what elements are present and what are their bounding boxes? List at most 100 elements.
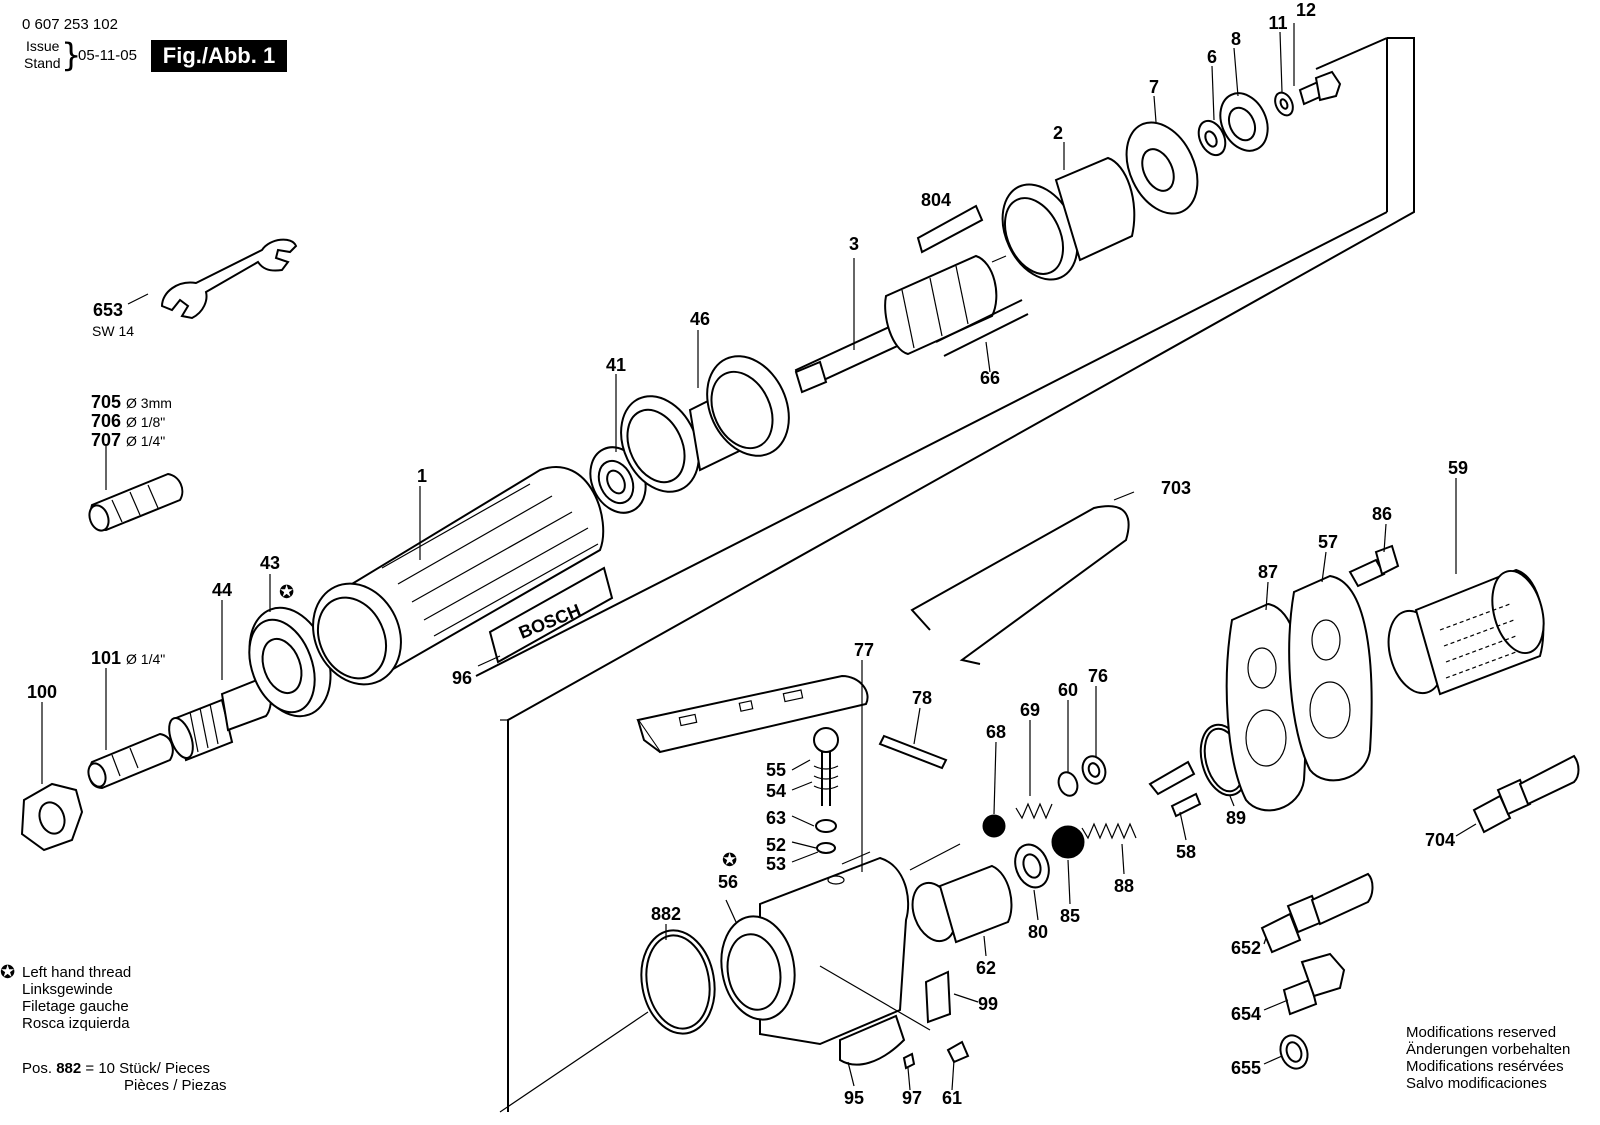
left-hand-thread-star-icon: ✪ bbox=[279, 582, 295, 603]
callout-101: 101 bbox=[91, 648, 121, 668]
end-plate-part bbox=[1125, 121, 1199, 215]
valve-washer-80-part bbox=[1014, 843, 1050, 889]
end-cover-part bbox=[1288, 574, 1373, 782]
pos-note-prefix: Pos. bbox=[22, 1060, 57, 1077]
callout-labels: 12 11 8 6 7 2 804 3 66 46 41 1 96 43 44 … bbox=[27, 0, 1468, 1108]
nut-part bbox=[20, 782, 84, 852]
callout-655: 655 bbox=[1231, 1058, 1261, 1078]
callout-1: 1 bbox=[417, 466, 427, 486]
callout-60: 60 bbox=[1058, 680, 1078, 700]
callout-63: 63 bbox=[766, 808, 786, 828]
collet-101-size: Ø 1/4" bbox=[126, 651, 165, 667]
callout-705: 705 bbox=[91, 392, 121, 412]
rear-bearing-part bbox=[1219, 92, 1269, 152]
rotor-blade-part bbox=[916, 204, 984, 254]
washer-part bbox=[1197, 119, 1227, 157]
assembly-frame bbox=[475, 37, 1415, 1112]
callout-46: 46 bbox=[690, 309, 710, 329]
cover-screw-part bbox=[1348, 544, 1400, 588]
callout-99: 99 bbox=[978, 994, 998, 1014]
callout-7: 7 bbox=[1149, 77, 1159, 97]
callout-3: 3 bbox=[849, 234, 859, 254]
callout-703: 703 bbox=[1161, 478, 1191, 498]
callout-53: 53 bbox=[766, 854, 786, 874]
small-washer-part bbox=[1274, 91, 1294, 117]
modifications-es: Salvo modificaciones bbox=[1406, 1075, 1547, 1092]
callout-707: 707 bbox=[91, 430, 121, 450]
rotor-part bbox=[794, 254, 1007, 394]
callout-6: 6 bbox=[1207, 47, 1217, 67]
plug-fitting-part bbox=[1282, 952, 1346, 1016]
callout-55: 55 bbox=[766, 760, 786, 780]
legend-line-fr: Filetage gauche bbox=[22, 998, 129, 1015]
collet-101-part bbox=[87, 732, 174, 790]
callout-54: 54 bbox=[766, 781, 786, 801]
collet-706-size: Ø 1/8" bbox=[126, 414, 165, 430]
hose-fitting-652-part bbox=[1260, 872, 1374, 954]
modifications-de: Änderungen vorbehalten bbox=[1406, 1041, 1571, 1058]
modifications-fr: Modifications resérvées bbox=[1406, 1058, 1564, 1075]
leader-lines bbox=[41, 23, 1477, 1113]
callout-85: 85 bbox=[1060, 906, 1080, 926]
callout-89: 89 bbox=[1226, 808, 1246, 828]
callout-87: 87 bbox=[1258, 562, 1278, 582]
pos-note-eq: = 10 Stück/ Pieces bbox=[81, 1060, 211, 1077]
legend-line-de: Linksgewinde bbox=[22, 981, 113, 998]
callout-100: 100 bbox=[27, 682, 57, 702]
callout-12: 12 bbox=[1296, 0, 1316, 20]
modifications-en: Modifications reserved bbox=[1406, 1024, 1557, 1041]
callout-882: 882 bbox=[651, 904, 681, 924]
callout-11: 11 bbox=[1268, 13, 1287, 33]
callout-58: 58 bbox=[1176, 842, 1196, 862]
seal-ring-part bbox=[1279, 1034, 1309, 1070]
callout-704: 704 bbox=[1425, 830, 1455, 850]
retaining-clip-part bbox=[1148, 760, 1202, 818]
valve-stem-part bbox=[813, 727, 839, 806]
bearing-housing-part bbox=[620, 355, 790, 493]
callout-59: 59 bbox=[1448, 458, 1468, 478]
collet-part bbox=[88, 472, 184, 532]
callout-95: 95 bbox=[844, 1088, 864, 1108]
brace-icon: } bbox=[61, 36, 82, 74]
housing-part bbox=[312, 466, 605, 686]
callout-69: 69 bbox=[1020, 700, 1040, 720]
callout-68: 68 bbox=[986, 722, 1006, 742]
valve-body-part bbox=[720, 851, 910, 1066]
callout-76: 76 bbox=[1088, 666, 1108, 686]
callout-56: 56 bbox=[718, 872, 738, 892]
screw-part bbox=[1298, 70, 1342, 106]
hose-clip-part bbox=[910, 505, 1130, 665]
callout-654: 654 bbox=[1231, 1004, 1261, 1024]
callout-44: 44 bbox=[212, 580, 232, 600]
left-hand-thread-star-icon: ✪ bbox=[722, 850, 738, 871]
rating-plate-part bbox=[924, 970, 952, 1024]
callout-86: 86 bbox=[1372, 504, 1392, 524]
callout-2: 2 bbox=[1053, 123, 1063, 143]
pos-note-line2: Pièces / Piezas bbox=[124, 1077, 227, 1094]
pos-note: Pos. 882 = 10 Stück/ Pieces bbox=[22, 1060, 210, 1077]
hose-fitting-part bbox=[1472, 754, 1580, 834]
o-ring-part bbox=[640, 929, 716, 1035]
cylinder-part bbox=[1001, 156, 1136, 281]
callout-8: 8 bbox=[1231, 29, 1241, 49]
lever-pin-part bbox=[878, 734, 948, 770]
legend-line-en: Left hand thread bbox=[22, 964, 132, 981]
spindle-part bbox=[168, 676, 272, 762]
issue-label: Issue bbox=[26, 38, 60, 54]
callout-706: 706 bbox=[91, 411, 121, 431]
wrench-size-label: SW 14 bbox=[92, 323, 134, 339]
callout-804: 804 bbox=[921, 190, 951, 210]
muffler-part bbox=[1387, 568, 1545, 696]
figure-label: Fig./Abb. 1 bbox=[151, 40, 287, 72]
document-number: 0 607 253 102 bbox=[22, 16, 118, 33]
callout-57: 57 bbox=[1318, 532, 1338, 552]
reversing-valve-part bbox=[911, 864, 1013, 944]
callout-78: 78 bbox=[912, 688, 932, 708]
callout-62: 62 bbox=[976, 958, 996, 978]
stand-label: Stand bbox=[24, 55, 61, 71]
spring-part bbox=[1015, 802, 1137, 840]
pin-part bbox=[935, 299, 1029, 357]
valve-washer-part bbox=[815, 819, 837, 854]
threaded-ring-part bbox=[248, 606, 332, 718]
